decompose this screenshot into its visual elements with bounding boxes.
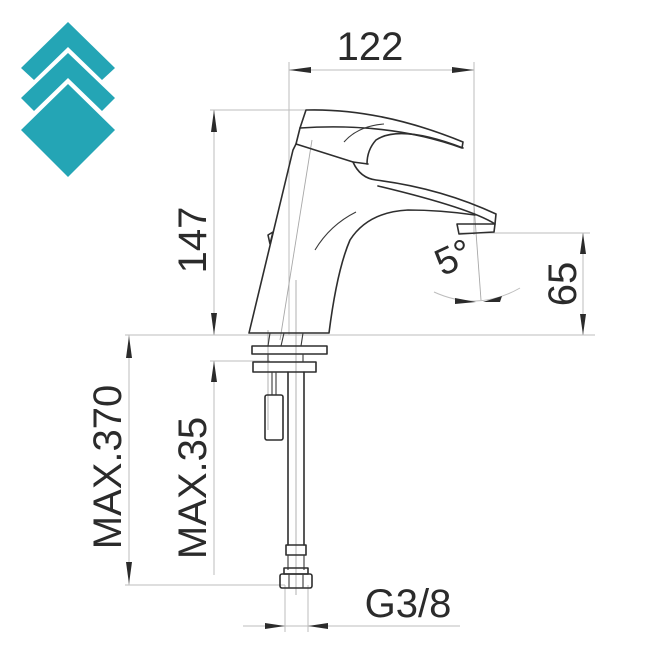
arrow-right-icon bbox=[452, 67, 474, 73]
dimension-thread-label: G3/8 bbox=[365, 582, 452, 626]
arrow-up-icon bbox=[211, 361, 217, 382]
dimension-max-deck-label: MAX.35 bbox=[171, 417, 215, 559]
supply-hose bbox=[287, 371, 305, 546]
arrow-angle-left-icon bbox=[455, 298, 476, 304]
chevron-diamond-logo bbox=[21, 22, 115, 177]
arrow-right-icon bbox=[265, 623, 285, 629]
dimension-width-label: 122 bbox=[337, 25, 404, 69]
faucet-drawing bbox=[248, 109, 497, 589]
arrow-down-icon bbox=[126, 562, 132, 584]
arrow-down-icon bbox=[211, 313, 217, 335]
dimension-max-hose-label: MAX.370 bbox=[86, 385, 130, 550]
dimension-spout-height: 65 bbox=[541, 233, 586, 335]
dimension-max-hose: MAX.370 bbox=[86, 335, 132, 585]
dimension-spout-angle-label: 5° bbox=[429, 231, 480, 284]
arrow-down-icon bbox=[580, 314, 586, 335]
dimension-spout-height-label: 65 bbox=[541, 262, 585, 307]
dimension-spout-angle: 5° bbox=[429, 231, 521, 304]
arrow-up-icon bbox=[211, 110, 217, 132]
lever-handle bbox=[299, 109, 464, 149]
arrow-up-icon bbox=[126, 336, 132, 358]
dimension-height-label: 147 bbox=[171, 207, 215, 274]
logo-top-chevron-icon bbox=[21, 22, 115, 80]
arrow-up-icon bbox=[580, 233, 586, 254]
logo-middle-chevron-icon bbox=[21, 53, 115, 111]
aerator bbox=[456, 223, 496, 235]
dimension-thread: G3/8 bbox=[243, 582, 460, 629]
faucet-body bbox=[248, 143, 476, 334]
dimension-max-deck: MAX.35 bbox=[171, 361, 217, 575]
dimension-height: 147 bbox=[171, 110, 217, 335]
logo-diamond-icon bbox=[21, 84, 115, 177]
arrow-left-icon bbox=[289, 67, 311, 73]
dimension-width: 122 bbox=[289, 25, 474, 73]
arrow-angle-right-icon bbox=[483, 296, 502, 302]
arrow-left-icon bbox=[308, 623, 328, 629]
